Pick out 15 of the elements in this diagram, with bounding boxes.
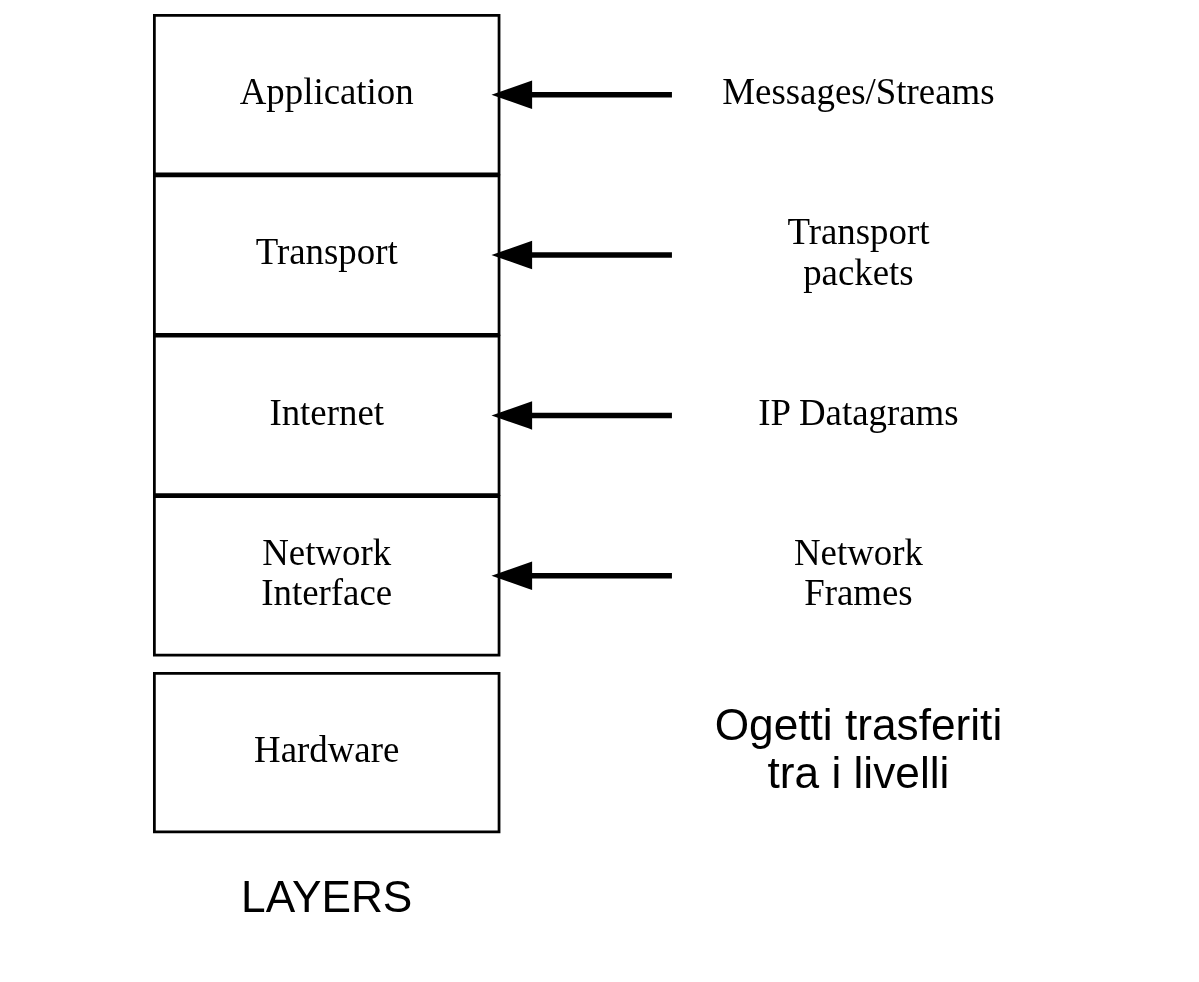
- node-box: Hardware: [153, 672, 501, 834]
- node-text: Messages/Streams: [722, 70, 995, 112]
- arrow: [491, 561, 672, 590]
- node-box: Network Interface: [153, 495, 501, 657]
- node-box: Transport: [153, 174, 501, 336]
- label: LAYERS: [241, 871, 413, 921]
- arrow: [491, 240, 672, 270]
- node-text: Network Frames: [793, 531, 923, 614]
- arrow: [491, 401, 672, 430]
- node-text: Transport packets: [787, 211, 930, 293]
- node-text: IP Datagrams: [758, 391, 959, 433]
- node-box: Internet: [153, 334, 501, 497]
- label: Ogetti trasferiti tra i livelli: [714, 700, 1003, 798]
- arrow: [491, 80, 672, 109]
- node-box: Application: [153, 14, 501, 176]
